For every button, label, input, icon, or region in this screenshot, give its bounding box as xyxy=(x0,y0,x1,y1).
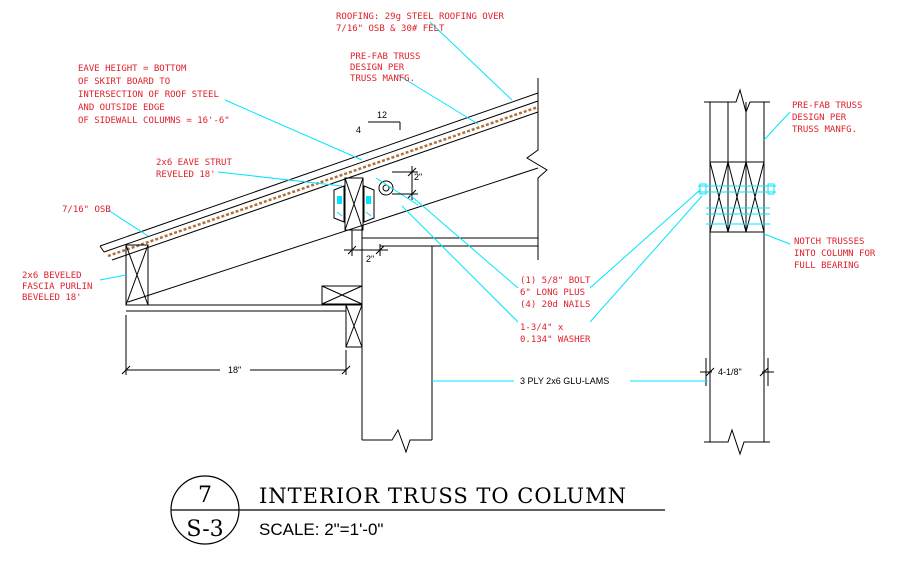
note-prefab-left-line2: DESIGN PER xyxy=(350,63,405,73)
note-eave-line3: INTERSECTION OF ROOF STEEL xyxy=(78,90,219,100)
truss-bolt xyxy=(375,177,419,206)
note-strut-line2: REVELED 18' xyxy=(156,170,216,180)
note-fascia-line2: FASCIA PURLIN xyxy=(22,282,92,292)
detail-number: 7 xyxy=(198,483,212,508)
note-strut-line1: 2x6 EAVE STRUT xyxy=(156,158,232,168)
note-notch-line1: NOTCH TRUSSES xyxy=(794,237,864,247)
roof-assembly xyxy=(99,78,548,303)
slope-rise-label: 4 xyxy=(356,125,361,135)
note-bolt-line2: 6" LONG PLUS xyxy=(520,288,585,298)
note-eave-line1: EAVE HEIGHT = BOTTOM xyxy=(78,64,187,74)
note-prefab-right-line1: PRE-FAB TRUSS xyxy=(792,101,862,111)
note-eave-line4: AND OUTSIDE EDGE xyxy=(78,103,165,113)
note-prefab-right-line3: TRUSS MANFG. xyxy=(792,125,857,135)
note-washer-line2: 0.134" WASHER xyxy=(520,335,591,345)
fascia-purlin xyxy=(125,244,149,306)
note-roofing-line1: ROOFING: 29g STEEL ROOFING OVER xyxy=(336,12,505,22)
dim-2in-horizontal: 2" xyxy=(366,254,374,264)
title-block: 7 S-3 INTERIOR TRUSS TO COLUMN SCALE: 2"… xyxy=(170,475,665,545)
dim-2in-vertical: 2" xyxy=(414,172,422,182)
sheet-number: S-3 xyxy=(186,517,223,542)
note-bolt-line3: (4) 20d NAILS xyxy=(520,300,590,310)
column-left xyxy=(361,228,538,454)
note-washer-line1: 1-3/4" x xyxy=(520,323,564,333)
note-notch-line2: INTO COLUMN FOR xyxy=(794,249,876,259)
note-roofing-line2: 7/16" OSB & 30# FELT xyxy=(336,24,445,34)
eave-strut xyxy=(333,177,375,231)
detail-scale: SCALE: 2"=1'-0" xyxy=(259,520,383,539)
slope-run-label: 12 xyxy=(377,110,387,120)
dim-18in: 18" xyxy=(228,365,241,375)
dim-column-width: 4-1/8" xyxy=(718,367,742,377)
note-fascia-line1: 2x6 BEVELED xyxy=(22,271,82,281)
note-notch-line3: FULL BEARING xyxy=(794,261,859,271)
note-prefab-left-line3: TRUSS MANFG. xyxy=(350,74,415,84)
detail-title: INTERIOR TRUSS TO COLUMN xyxy=(259,484,627,508)
dimension-lines-left xyxy=(121,121,418,375)
leader-lines xyxy=(99,21,791,382)
note-eave-line2: OF SKIRT BOARD TO xyxy=(78,77,170,87)
note-bolt-line1: (1) 5/8" BOLT xyxy=(520,276,591,286)
note-osb: 7/16" OSB xyxy=(62,205,111,215)
note-eave-line5: OF SIDEWALL COLUMNS = 16'-6" xyxy=(78,116,230,126)
note-prefab-right-line2: DESIGN PER xyxy=(792,113,847,123)
note-prefab-left-line1: PRE-FAB TRUSS xyxy=(350,52,420,62)
bolts-right xyxy=(698,183,776,225)
soffit-board xyxy=(126,285,363,348)
dimension-lines-right xyxy=(700,358,774,386)
note-fascia-line3: BEVELED 18' xyxy=(22,293,82,303)
glulam-label: 3 PLY 2x6 GLU-LAMS xyxy=(520,376,609,386)
column-right xyxy=(704,88,770,456)
